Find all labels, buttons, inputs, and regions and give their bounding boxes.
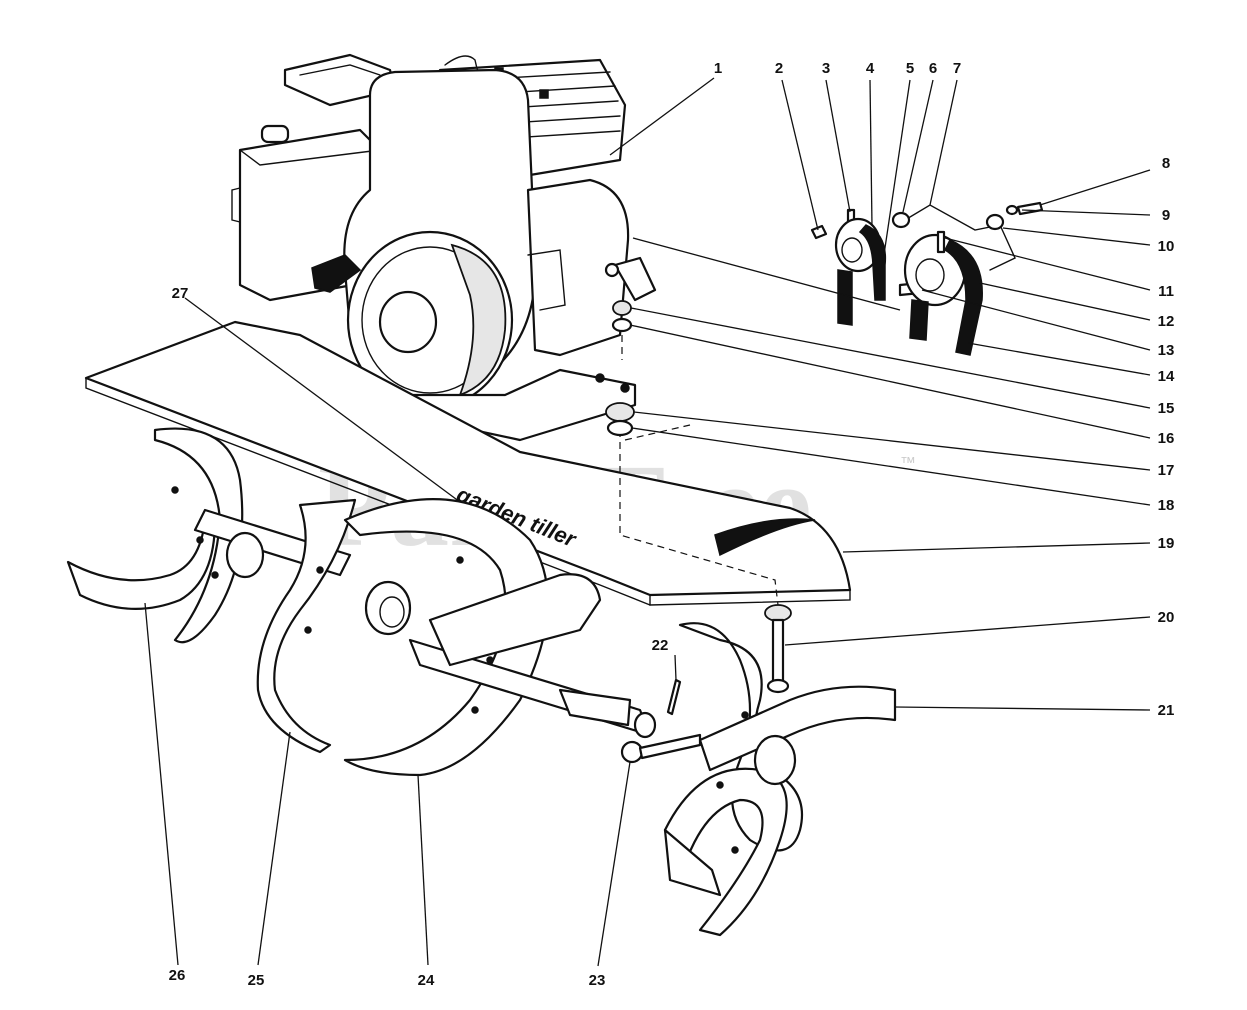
callout-21: 21	[1158, 702, 1175, 719]
callout-2: 2	[775, 60, 783, 77]
callout-11: 11	[1158, 283, 1174, 300]
watermark-tm: ™	[900, 455, 916, 472]
callout-20: 20	[1158, 609, 1175, 626]
bolt-part	[764, 604, 792, 694]
callout-9: 9	[1162, 207, 1170, 224]
callout-1: 1	[714, 60, 722, 77]
callout-4: 4	[866, 60, 875, 77]
callout-8: 8	[1162, 155, 1170, 172]
callout-3: 3	[822, 60, 830, 77]
pulley-belt-assembly	[810, 201, 1044, 356]
callout-6: 6	[929, 60, 937, 77]
engine-illustration	[231, 53, 657, 442]
callout-7: 7	[953, 60, 961, 77]
callout-numbers: 1 2 3 4 5 6 7 8 9 10 11 12 13 14 15 16 1…	[169, 60, 1175, 989]
callout-19: 19	[1158, 535, 1175, 552]
callout-18: 18	[1158, 497, 1175, 514]
callout-5: 5	[906, 60, 914, 77]
callout-12: 12	[1158, 313, 1175, 330]
callout-10: 10	[1158, 238, 1175, 255]
callout-17: 17	[1158, 462, 1175, 479]
callout-14: 14	[1158, 368, 1175, 385]
callout-22: 22	[652, 637, 669, 654]
callout-23: 23	[589, 972, 606, 989]
washer-nut-parts	[611, 300, 633, 360]
callout-24: 24	[418, 972, 435, 989]
tines-assembly	[66, 427, 897, 937]
callout-13: 13	[1158, 342, 1175, 359]
callout-15: 15	[1158, 400, 1175, 417]
callout-26: 26	[169, 967, 186, 984]
callout-16: 16	[1158, 430, 1175, 447]
callout-25: 25	[248, 972, 265, 989]
leader-lines	[144, 77, 1151, 967]
callout-27: 27	[172, 285, 189, 302]
